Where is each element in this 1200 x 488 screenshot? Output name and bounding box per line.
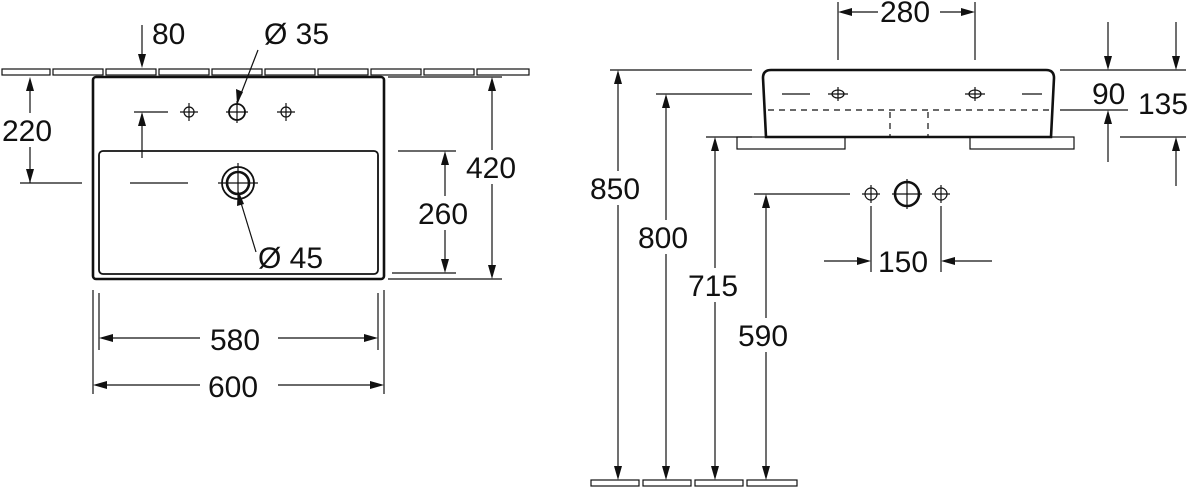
dim-drain: Ø 45 [237, 190, 323, 275]
label-220: 220 [2, 115, 52, 148]
wall-connections [862, 179, 950, 209]
label-drain: Ø 45 [258, 242, 323, 275]
dim-tap-hole: Ø 35 [236, 18, 329, 105]
label-850: 850 [590, 173, 640, 206]
basin-bowl [98, 150, 379, 275]
dim-260: 260 [392, 150, 474, 274]
label-715: 715 [688, 270, 738, 303]
basin-side-outline [761, 68, 1056, 139]
side-view: 280 90 135 850 [588, 0, 1188, 487]
label-260: 260 [418, 198, 468, 231]
dim-tap-centre [138, 112, 146, 158]
dim-850: 850 [588, 69, 752, 480]
label-90: 90 [1092, 78, 1125, 111]
dim-590: 590 [738, 193, 850, 480]
dim-80: 80 [138, 18, 185, 68]
side-tap-holes [828, 87, 985, 101]
floor-tiles [590, 479, 798, 487]
dim-420: 420 [388, 76, 526, 280]
dim-800: 800 [636, 93, 752, 480]
label-150: 150 [878, 246, 928, 279]
label-420: 420 [466, 152, 516, 185]
dim-135: 135 [1120, 22, 1188, 186]
dim-220: 220 [0, 77, 82, 184]
label-80: 80 [152, 18, 185, 51]
countertop [736, 136, 1075, 150]
dim-280: 280 [837, 0, 976, 60]
label-tap-hole: Ø 35 [264, 18, 329, 51]
dim-580: 580 [98, 293, 379, 357]
tap-holes [134, 101, 295, 123]
label-580: 580 [210, 324, 260, 357]
drain-outlet [130, 163, 258, 203]
dim-150: 150 [824, 206, 992, 279]
label-600: 600 [208, 371, 258, 404]
label-800: 800 [638, 222, 688, 255]
dim-715: 715 [686, 136, 752, 480]
label-135: 135 [1138, 88, 1188, 121]
label-590: 590 [738, 320, 788, 353]
wall-tiles [1, 68, 530, 76]
basin-outline [91, 75, 386, 281]
front-view: 80 Ø 35 220 4 [0, 18, 530, 404]
dim-90: 90 [1060, 22, 1128, 162]
label-280: 280 [880, 0, 930, 29]
dim-600: 600 [92, 290, 385, 404]
